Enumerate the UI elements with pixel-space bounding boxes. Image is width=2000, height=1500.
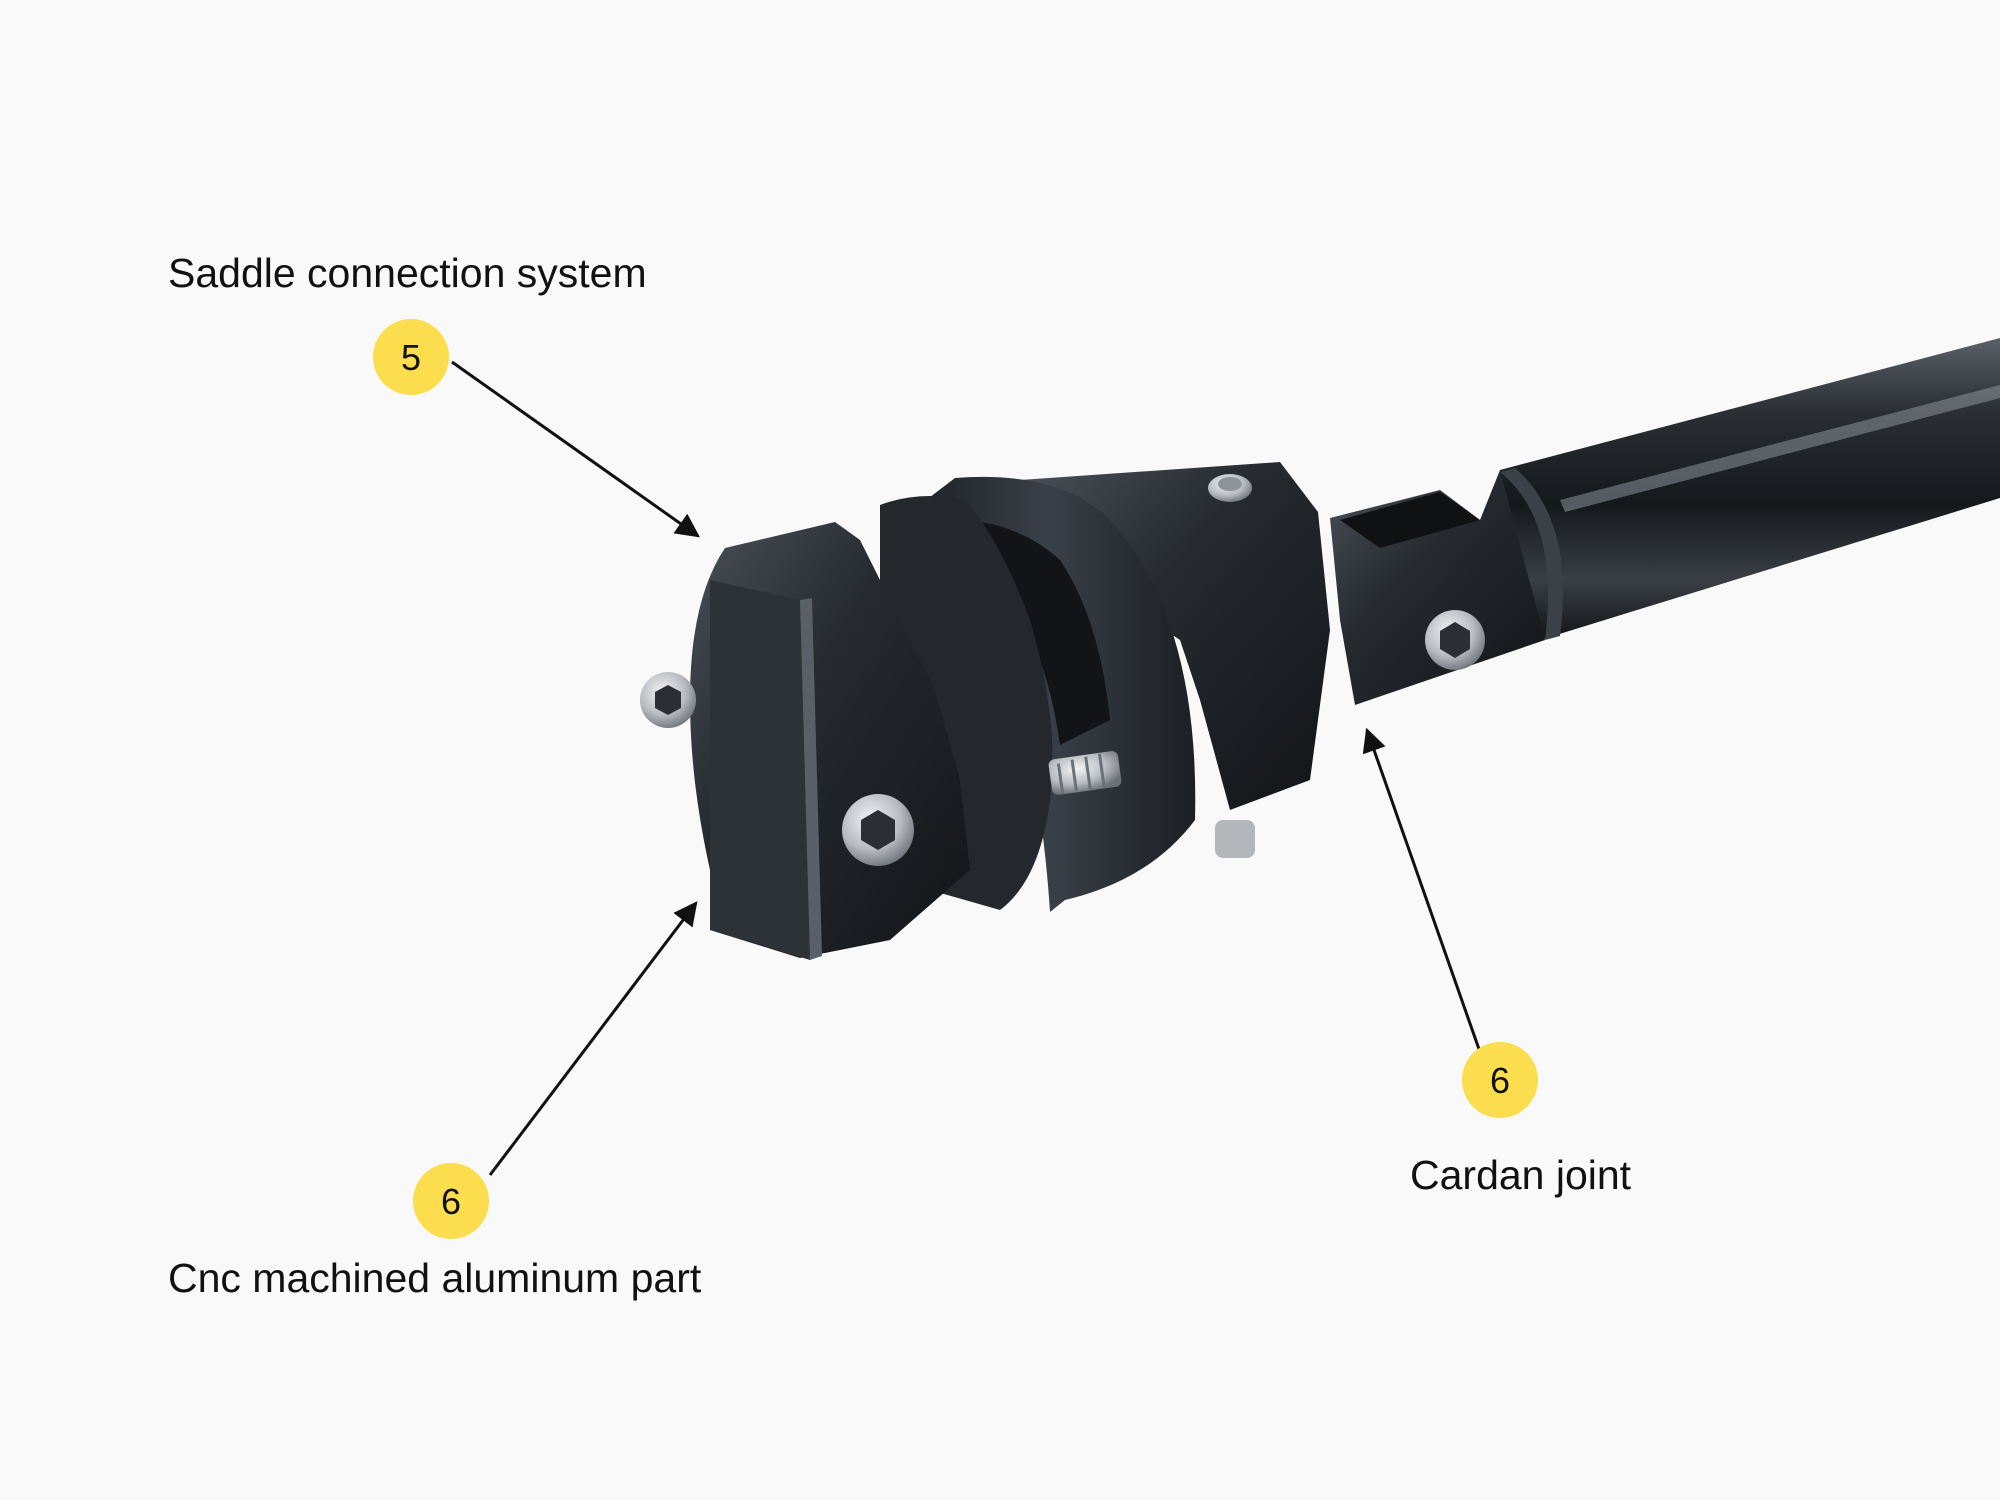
callout-arrow-cnc (488, 901, 698, 1176)
svg-text:5: 5 (401, 337, 421, 378)
tube-highlight (1560, 385, 2000, 512)
callout-badge-saddle: 5 (373, 319, 449, 395)
clamp-bolt (1048, 751, 1122, 795)
tube-collar (1500, 468, 1563, 640)
callout-label-saddle: Saddle connection system (168, 250, 647, 296)
callout-badge-cnc: 6 (413, 1163, 489, 1239)
svg-text:6: 6 (1490, 1060, 1510, 1101)
hex-socket-screw-icon (842, 794, 914, 866)
callout-arrow-saddle (451, 360, 700, 538)
front-cap-edge (800, 598, 822, 960)
rear-clamp-inner (935, 519, 1110, 745)
front-cap-face (710, 580, 810, 960)
lower-bolt (1215, 820, 1255, 858)
svg-text:6: 6 (441, 1181, 461, 1222)
hex-socket-screw-icon (640, 672, 696, 728)
callout-label-cardan: Cardan joint (1410, 1152, 1632, 1198)
callout-badge-cardan: 6 (1462, 1042, 1538, 1118)
seatpost-assembly (640, 338, 2000, 960)
callout-label-cnc: Cnc machined aluminum part (168, 1255, 702, 1301)
hex-socket-screw-icon (1208, 474, 1252, 502)
seatpost-tube (1500, 338, 2000, 640)
hex-socket-screw-icon (1425, 610, 1485, 670)
callout-arrow-cardan (1362, 727, 1482, 1053)
cardan-slot (1340, 492, 1480, 548)
